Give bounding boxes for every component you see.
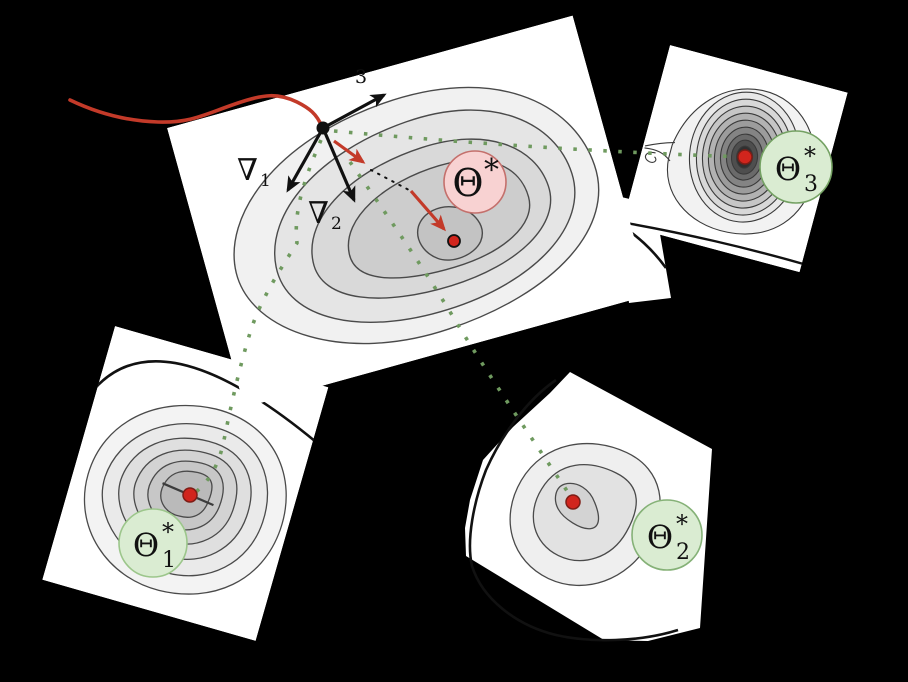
task3-sup: * — [804, 142, 816, 170]
task1-badge: Θ * 1 — [118, 508, 188, 578]
task1-sub: 1 — [162, 548, 176, 573]
task3-sub: 3 — [804, 172, 818, 197]
task1-sup: * — [162, 518, 174, 546]
task1-label: Θ — [133, 526, 159, 564]
outer-contour-arc — [621, 220, 805, 266]
task2-badge: Θ * 2 — [631, 499, 703, 571]
task1-optimum-dot — [182, 487, 198, 503]
gradient1-label: ∇1 — [237, 153, 271, 191]
gradient-arrow-2 — [321, 127, 356, 203]
meta-step-arrow-2 — [409, 189, 446, 232]
dotted-projection-line — [370, 169, 410, 191]
meta-optimum-dot — [447, 234, 461, 248]
outer-contour-arc — [468, 378, 679, 642]
connector-task1 — [189, 139, 323, 498]
gradient-arrow-1 — [286, 127, 325, 193]
task2-sup: * — [676, 510, 688, 538]
meta-optimum-badge: Θ * — [443, 150, 507, 214]
optimization-trajectory — [68, 93, 324, 129]
outer-contour-arc — [84, 360, 317, 443]
gradient-arrows — [286, 93, 387, 203]
meta-parameter-point — [316, 121, 330, 135]
task2-sub: 2 — [676, 540, 690, 565]
gradient2-label: ∇2 — [308, 196, 342, 234]
gradient3-label-partial: 3 — [355, 66, 367, 88]
task-connectors — [189, 129, 746, 501]
meta-step-arrow-1 — [333, 139, 366, 164]
task3-badge: Θ * 3 — [759, 130, 833, 204]
meta-optimum-sup: * — [484, 153, 499, 188]
panel-task2 — [465, 372, 712, 642]
task3-optimum-dot — [737, 149, 753, 165]
task2-label: Θ — [647, 518, 673, 556]
task2-optimum-dot — [565, 494, 581, 510]
meta-optimum-label: Θ — [452, 161, 483, 205]
gradient-arrow-3 — [322, 93, 387, 130]
task3-label: Θ — [775, 150, 801, 188]
